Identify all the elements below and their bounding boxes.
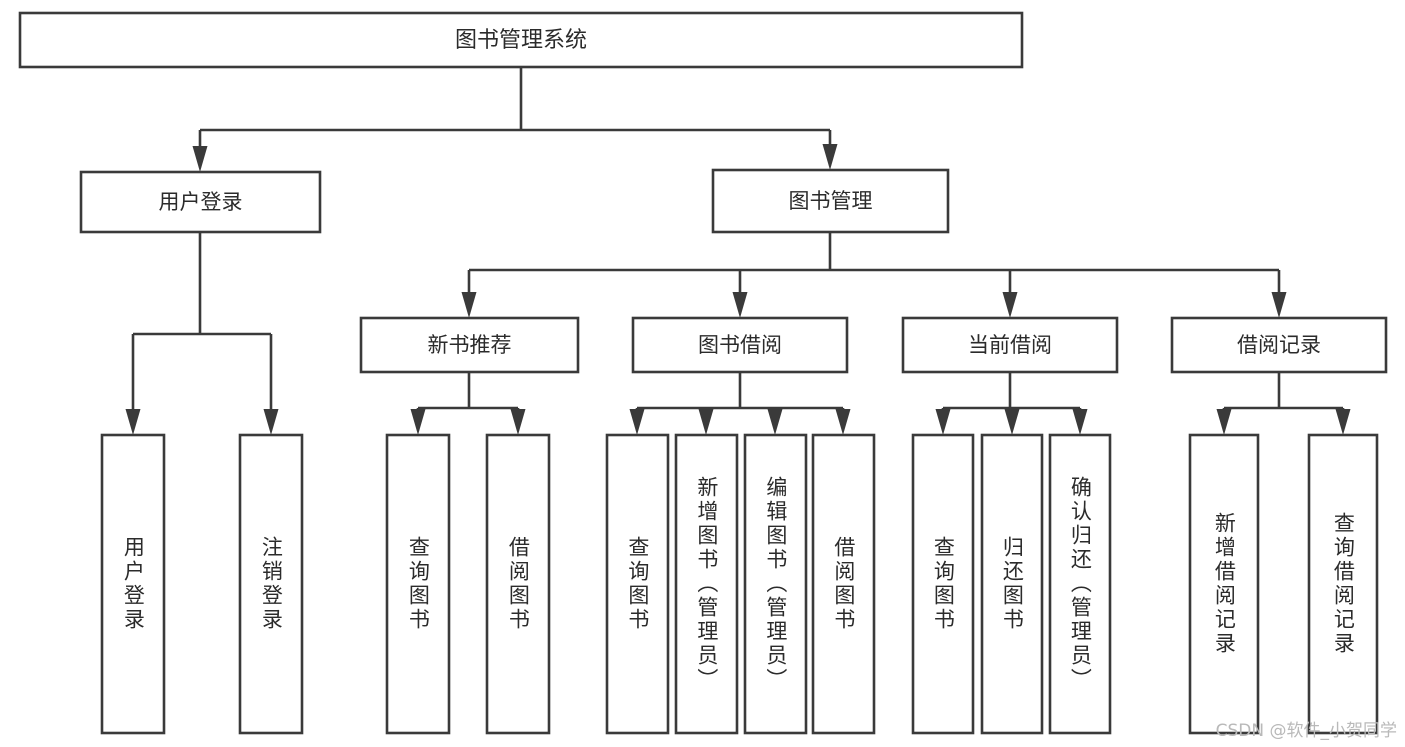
leaf-node-leaf-confirm-return[interactable] [1048, 433, 1112, 735]
arrowhead-0 [125, 409, 141, 435]
edge-group-userlogin_to_leaves [125, 232, 279, 435]
leaf-box-leaf-edit-book-admin[interactable] [743, 433, 808, 735]
node-box-user-login[interactable] [79, 170, 322, 234]
node-label-root: 图书管理系统 [455, 28, 587, 53]
arrowhead-2 [767, 409, 783, 435]
level1-node-book-manage[interactable]: 图书管理 [711, 168, 950, 234]
arrowhead-3 [1271, 292, 1287, 318]
leaf-box-leaf-add-borrow-rec[interactable] [1188, 433, 1260, 735]
edge-group-bookmanage_to_level2 [461, 232, 1287, 318]
arrowhead-1 [698, 409, 714, 435]
leaf-box-leaf-user-login[interactable] [100, 433, 166, 735]
leaf-node-leaf-query-book-rec[interactable] [385, 433, 451, 735]
edge-group-root_to_level1 [192, 67, 838, 172]
leaf-node-leaf-query-book-cur[interactable] [911, 433, 975, 735]
leaf-box-leaf-query-book-rec[interactable] [385, 433, 451, 735]
arrowhead-1 [822, 144, 838, 170]
arrowhead-0 [410, 409, 426, 435]
level2-node-borrow-record[interactable]: 借阅记录 [1170, 316, 1388, 374]
node-label-user-login: 用户登录 [159, 190, 243, 214]
edge-group-newbook_to_leaves [410, 372, 526, 435]
root-node-root[interactable]: 图书管理系统 [18, 11, 1024, 69]
arrowhead-3 [835, 409, 851, 435]
edge-group-borrowrecord_to_leaves [1216, 372, 1351, 435]
leaf-box-leaf-add-book-admin[interactable] [674, 433, 739, 735]
arrowhead-0 [192, 146, 208, 172]
node-label-book-manage: 图书管理 [789, 189, 873, 213]
leaf-node-leaf-user-login[interactable] [100, 433, 166, 735]
leaf-box-leaf-query-borrow-rec[interactable] [1307, 433, 1379, 735]
arrowhead-0 [629, 409, 645, 435]
arrowhead-1 [1004, 409, 1020, 435]
leaf-box-leaf-borrow-book[interactable] [811, 433, 876, 735]
level2-node-new-book-rec[interactable]: 新书推荐 [359, 316, 580, 374]
leaf-node-leaf-borrow-book-rec[interactable] [485, 433, 551, 735]
node-box-root[interactable] [18, 11, 1024, 69]
arrowhead-0 [461, 292, 477, 318]
arrowhead-2 [1072, 409, 1088, 435]
node-box-current-borrow[interactable] [901, 316, 1119, 374]
leaf-node-leaf-borrow-book[interactable] [811, 433, 876, 735]
leaf-box-leaf-user-logout[interactable] [238, 433, 304, 735]
leaf-box-leaf-borrow-book-rec[interactable] [485, 433, 551, 735]
level2-node-book-borrow[interactable]: 图书借阅 [631, 316, 849, 374]
node-label-current-borrow: 当前借阅 [968, 333, 1052, 357]
arrowhead-2 [1002, 292, 1018, 318]
arrowhead-0 [935, 409, 951, 435]
leaf-box-leaf-query-book-cur[interactable] [911, 433, 975, 735]
level2-node-current-borrow[interactable]: 当前借阅 [901, 316, 1119, 374]
level1-node-user-login[interactable]: 用户登录 [79, 170, 322, 234]
node-box-book-manage[interactable] [711, 168, 950, 234]
leaf-box-leaf-confirm-return[interactable] [1048, 433, 1112, 735]
arrowhead-0 [1216, 409, 1232, 435]
edge-group-currentborrow_to_leaves [935, 372, 1088, 435]
arrowhead-1 [1335, 409, 1351, 435]
node-label-book-borrow: 图书借阅 [698, 333, 782, 357]
leaf-node-leaf-return-book[interactable] [980, 433, 1044, 735]
csdn-watermark: CSDN @软件_小贺同学 [1215, 721, 1397, 741]
leaf-node-leaf-user-logout[interactable] [238, 433, 304, 735]
node-box-new-book-rec[interactable] [359, 316, 580, 374]
edges-layer [125, 67, 1351, 435]
edge-group-bookborrow_to_leaves [629, 372, 851, 435]
arrowhead-1 [732, 292, 748, 318]
node-label-borrow-record: 借阅记录 [1237, 333, 1321, 357]
node-box-borrow-record[interactable] [1170, 316, 1388, 374]
node-label-new-book-rec: 新书推荐 [428, 333, 512, 357]
leaf-node-leaf-query-book[interactable] [605, 433, 670, 735]
leaf-box-leaf-return-book[interactable] [980, 433, 1044, 735]
leaf-node-leaf-query-borrow-rec[interactable] [1307, 433, 1379, 735]
leaf-box-leaf-query-book[interactable] [605, 433, 670, 735]
arrowhead-1 [510, 409, 526, 435]
leaf-node-leaf-add-book-admin[interactable] [674, 433, 739, 735]
leaf-node-leaf-add-borrow-rec[interactable] [1188, 433, 1260, 735]
leaf-node-leaf-edit-book-admin[interactable] [743, 433, 808, 735]
node-box-book-borrow[interactable] [631, 316, 849, 374]
arrowhead-1 [263, 409, 279, 435]
